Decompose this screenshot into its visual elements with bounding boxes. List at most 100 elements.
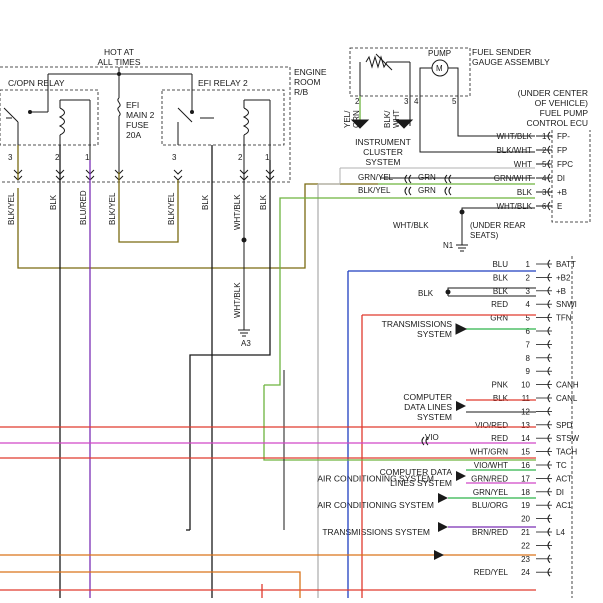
efi2-pin-2: 2 [238, 153, 243, 162]
ecm-pin-name: TFN [556, 314, 572, 323]
fuel-ecu-pin-name: FPC [557, 160, 573, 169]
ground-a3: WHT/BLK A3 [233, 237, 251, 348]
ecm-pin-name: SPD [556, 421, 573, 430]
fuel-ecu-pin-name: DI [557, 174, 565, 183]
fuel-ecu-wire-label: BLK/WHT [496, 146, 532, 155]
wire-blk-yel-main [17, 145, 378, 269]
ecm-pin-number: 17 [521, 474, 530, 483]
ecm-pin-row: 5 TFN GRN [490, 313, 572, 323]
fuse-amps: 20A [126, 130, 141, 140]
copn-pin-3: 3 [8, 153, 13, 162]
ecm-pin-number: 6 [526, 327, 531, 336]
ecm-pin-number: 1 [526, 260, 531, 269]
ecm-pin-row: 9 [526, 366, 552, 376]
a3-label: A3 [241, 339, 251, 348]
blk-splice [445, 289, 451, 295]
svg-text:3: 3 [404, 97, 409, 106]
svg-text:INSTRUMENT: INSTRUMENT [355, 137, 411, 147]
ecm-pin-number: 5 [526, 314, 531, 323]
ecm-pin-number: 22 [521, 541, 530, 550]
ecm-pin-number: 20 [521, 515, 530, 524]
svg-text:GRN: GRN [352, 110, 361, 128]
ecm-pin-row: 7 [526, 340, 552, 349]
ecm-pin-number: 14 [521, 434, 530, 443]
fuel-ecu-pin-name: +B [557, 188, 567, 197]
efi2-pin-1: 1 [265, 153, 270, 162]
fuel-ecu-wire-label: BLK [517, 188, 533, 197]
engine-room-box [0, 66, 291, 183]
relay-pin-numbers: 3 2 1 3 2 1 [8, 153, 270, 162]
svg-text:4: 4 [414, 97, 419, 106]
svg-text:COMPUTER: COMPUTER [403, 392, 452, 402]
ecm-wire-label: RED [491, 434, 508, 443]
copn-pin-2: 2 [55, 153, 60, 162]
ecm-wire-label: GRN [490, 314, 508, 323]
label-w1: BLK/YEL [7, 192, 16, 225]
ecm-pin-number: 9 [526, 367, 531, 376]
fuel-ecu-pin-number: 4 [542, 174, 547, 183]
fuel-ecu-pin-number: 5 [542, 160, 547, 169]
label-w8: BLK [259, 194, 268, 210]
efi-relay2-label: EFI RELAY 2 [198, 78, 248, 88]
svg-text:SEATS): SEATS) [470, 231, 499, 240]
ecm-pin-name: +B [556, 287, 566, 296]
ecm-wire-label: BLK [493, 394, 509, 403]
relay-wire-labels: BLK/YEL BLK BLU/RED BLK/YEL BLK/YEL BLK … [7, 190, 268, 230]
ecm-pin-name: DI [556, 488, 564, 497]
ecm-pin-name: L4 [556, 528, 565, 537]
svg-text:BLK/: BLK/ [383, 110, 392, 128]
ecm-destination: TRANSMISSIONS SYSTEM [322, 527, 430, 537]
ecm-wire-label: GRN/RED [471, 474, 508, 483]
svg-text:BLK: BLK [418, 289, 434, 298]
fuse-main2: MAIN 2 [126, 110, 155, 120]
ecm-pin-number: 2 [526, 273, 531, 282]
ecm-wire-label: BLU [492, 260, 508, 269]
wire-grn-yel-di [263, 385, 536, 461]
ecm-pin-name: ACT [556, 474, 572, 483]
label-w7: WHT/BLK [233, 194, 242, 230]
copn-pin-1: 1 [85, 153, 90, 162]
ecm-pin-number: 13 [521, 421, 530, 430]
efi2-coil [242, 107, 249, 136]
ecm-pin-name: SNWI [556, 300, 577, 309]
svg-text:TRANSMISSIONS: TRANSMISSIONS [382, 319, 453, 329]
fuse-icon [117, 97, 121, 117]
ecm-pin-number: 24 [521, 568, 530, 577]
ecm-pin-name: AC1 [556, 501, 572, 510]
svg-text:2: 2 [355, 97, 360, 106]
ecm-pin-row: 22 [521, 541, 552, 550]
wire-blk-right [189, 160, 271, 530]
ecm-pin-number: 23 [521, 555, 530, 564]
svg-text:SYSTEM: SYSTEM [366, 157, 401, 167]
ecm-pin-number: 15 [521, 448, 530, 457]
ecm-wire-label: VIO/RED [475, 421, 508, 430]
fuel-pump-ecu: (UNDER CENTER OF VEHICLE) FUEL PUMP CONT… [494, 88, 591, 223]
fuel-sender-assembly: M PUMP FUEL SENDER GAUGE ASSEMBLY 2 3 4 … [343, 47, 550, 167]
ecm-pin-name: BATT [556, 260, 576, 269]
svg-text:GRN: GRN [418, 173, 436, 182]
ecm-wire-label: BLU/ORG [472, 501, 508, 510]
copn-coil [58, 107, 65, 136]
ecm-pin-name: TC [556, 461, 567, 470]
ecm-pin-row: 13 SPD VIO/RED [475, 420, 573, 430]
pump-label: PUMP [428, 49, 451, 58]
assembly-label2: GAUGE ASSEMBLY [472, 57, 550, 67]
ecm-pin-name: +B2 [556, 273, 571, 282]
ecm-pin-number: 4 [526, 300, 531, 309]
ecm-wire-label: VIO/WHT [474, 461, 508, 470]
label-w4: BLK/YEL [108, 192, 117, 225]
efi-main2-fuse: EFI MAIN 2 FUSE 20A [117, 97, 155, 172]
fuse-efi: EFI [126, 100, 139, 110]
fuel-ecu-wire-label: WHT/BLK [496, 202, 532, 211]
svg-text:BLK/YEL: BLK/YEL [358, 186, 391, 195]
ecm-pin-number: 18 [521, 488, 530, 497]
